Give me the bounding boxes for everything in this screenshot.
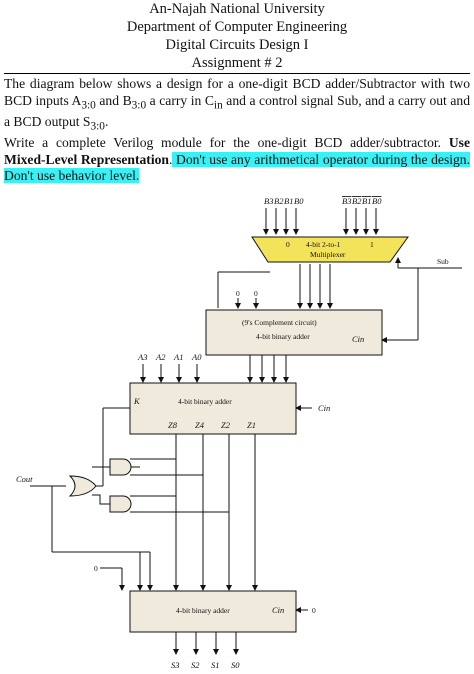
mux-subtitle: Multiplexer [310,250,346,259]
a-input-label: A3 [137,352,147,362]
nines-complement-block [205,309,383,356]
bcd-adder-subtractor-diagram: B3 B2 B1 B0 B3 B2 B1 B0 0 4-bit 2-to-1 1… [0,192,474,674]
task-description: The diagram below shows a design for a o… [4,76,470,185]
a-input-label: A0 [191,352,202,362]
z-output-label: Z8 [168,420,178,430]
mux-zero-label: 0 [286,240,290,249]
subscript: 3:0 [131,99,147,112]
b-bar-input-label: B3 [342,196,351,206]
adder1-k-label: K [133,396,141,406]
department-name: Department of Computer Engineering [126,19,348,35]
cout-label: Cout [16,474,33,484]
adder1-block [129,382,297,435]
z-output-label: Z4 [195,420,205,430]
course-name: Digital Circuits Design I [165,37,309,53]
subscript: in [213,99,223,112]
z-output-label: Z1 [247,420,256,430]
a-input-label: A2 [155,352,166,362]
nines-subtitle: 4-bit binary adder [256,332,310,341]
nines-zero-label: 0 [236,289,240,298]
task-text: Write a complete Verilog module for the … [4,135,449,151]
and-gate-1 [109,458,132,476]
b-input-label: B0 [294,196,304,206]
adder1-cin-label: Cin [318,403,330,413]
adder1-title: 4-bit binary adder [178,397,232,406]
s-output-label: S0 [231,660,240,670]
adder2-cin-label: Cin [272,605,284,615]
task-text: . [104,113,109,129]
mux-one-label: 1 [370,240,374,249]
s-output-label: S1 [211,660,220,670]
z-output-label: Z2 [221,420,231,430]
a-input-label: A1 [173,352,183,362]
b-input-label: B2 [274,196,284,206]
s-output-label: S2 [191,660,200,670]
nines-cin-label: Cin [352,334,364,344]
university-name: An-Najah National University [149,1,325,17]
nines-zero-label: 0 [254,289,258,298]
assignment-title: Assignment # 2 [191,55,283,71]
task-paragraph-1: The diagram below shows a design for a o… [4,76,470,135]
task-text: and B [95,92,132,108]
document-header: An-Najah National University Department … [0,0,474,72]
task-paragraph-2: Write a complete Verilog module for the … [4,135,470,185]
nines-title: (9's Complement circuit) [242,318,317,327]
emphasis-text: Use Mixed-Level Representation [4,135,470,167]
or-gate [68,475,97,497]
mux-block [251,236,409,263]
b-bar-input-label: B2 [352,196,362,206]
mux-title: 4-bit 2-to-1 [306,240,341,249]
b-input-label: B3 [264,196,273,206]
zero-input-label: 0 [94,564,98,573]
task-text: The diagram below shows a design for a o… [4,76,470,108]
task-text: and a control signal Sub, and a carry ou… [4,92,470,129]
s-output-label: S3 [171,660,180,670]
adder2-title: 4-bit binary adder [176,606,230,615]
sub-label: Sub [437,257,449,266]
b-bar-input-label: B1 [362,196,371,206]
b-bar-input-label: B0 [372,196,382,206]
adder2-cin-value: 0 [312,606,316,615]
header-divider [4,73,470,74]
circuit-svg: B3 B2 B1 B0 B3 B2 B1 B0 0 4-bit 2-to-1 1… [16,196,462,670]
adder2-block [129,590,297,633]
and-gate-2 [109,495,132,513]
task-text: . [168,151,173,167]
subscript: 3:0 [90,120,105,133]
subscript: 3:0 [81,99,96,112]
task-text: a carry in C [146,92,214,108]
b-input-label: B1 [284,196,293,206]
